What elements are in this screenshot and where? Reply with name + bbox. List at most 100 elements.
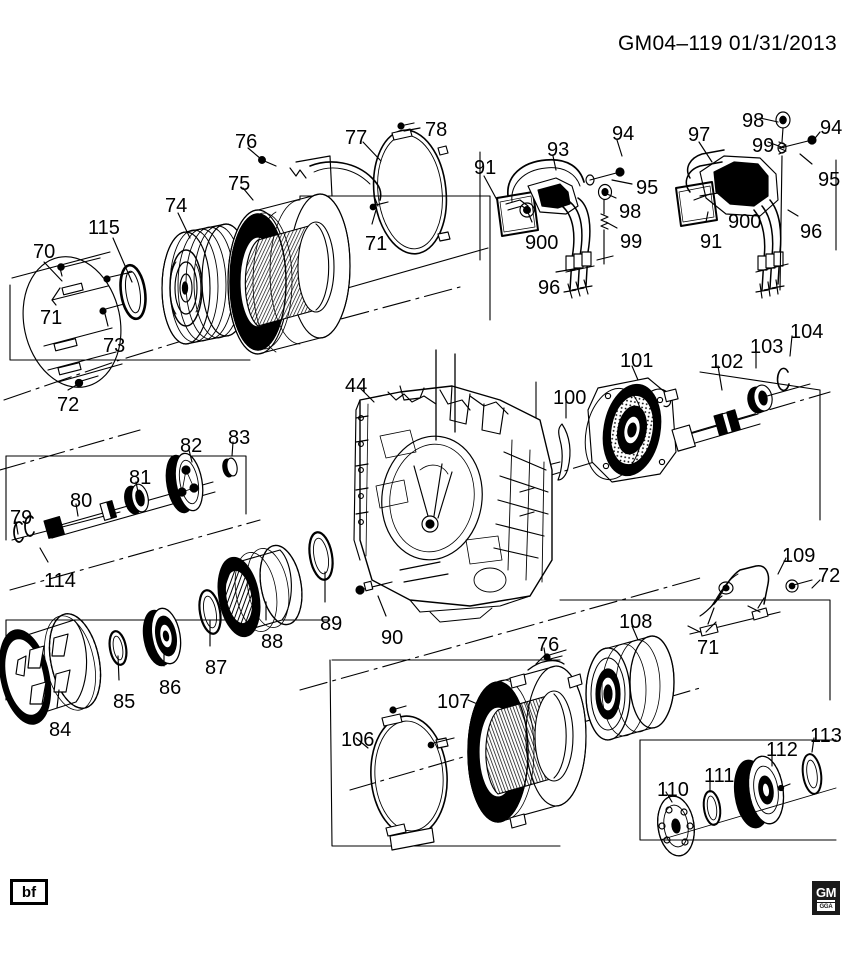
leader-line-107 <box>467 699 483 707</box>
leader-line-84 <box>56 689 60 709</box>
callout-78: 78 <box>425 119 448 141</box>
leader-line-99 <box>767 141 785 149</box>
revision-mark-box: bf <box>10 879 48 905</box>
callout-91: 91 <box>700 231 723 253</box>
callout-91: 91 <box>474 157 497 179</box>
callout-104: 104 <box>790 321 824 343</box>
callout-94: 94 <box>820 117 843 139</box>
gm-logo-text: GM <box>816 884 836 900</box>
callout-106: 106 <box>341 729 375 751</box>
callout-90: 90 <box>381 627 404 649</box>
callout-98: 98 <box>742 110 765 132</box>
leader-line-91 <box>705 211 709 223</box>
callout-97: 97 <box>688 124 711 146</box>
leader-line-73 <box>103 309 109 327</box>
leader-line-106 <box>355 737 369 749</box>
leader-line-82 <box>188 449 193 463</box>
callout-74: 74 <box>165 195 188 217</box>
callout-95: 95 <box>636 177 659 199</box>
callout-99: 99 <box>620 231 643 253</box>
leader-line-94 <box>811 131 821 143</box>
leader-line-81 <box>135 481 139 493</box>
leader-line-98 <box>759 117 779 123</box>
callout-80: 80 <box>70 490 93 512</box>
leader-line-114 <box>39 547 49 563</box>
leader-line-96 <box>787 209 799 217</box>
leader-line-108 <box>631 625 639 641</box>
callout-98: 98 <box>619 201 642 223</box>
leader-line-85 <box>117 655 120 681</box>
leader-line-75 <box>242 187 254 201</box>
callout-111: 111 <box>704 765 735 787</box>
leader-line-109 <box>777 557 787 575</box>
callout-89: 89 <box>320 613 343 635</box>
callout-115: 115 <box>88 217 120 239</box>
drawing-number-header: GM04–119 01/31/2013 <box>618 32 837 55</box>
leader-line-91 <box>483 175 498 201</box>
leader-line-113 <box>811 737 815 753</box>
callout-88: 88 <box>261 631 284 653</box>
leader-line-900 <box>728 191 735 203</box>
callout-95: 95 <box>818 169 841 191</box>
callout-72: 72 <box>57 394 80 416</box>
leader-line-98 <box>606 193 617 199</box>
callout-81: 81 <box>129 467 152 489</box>
callout-71: 71 <box>365 233 388 255</box>
leader-line-101 <box>631 365 639 381</box>
callout-108: 108 <box>619 611 653 633</box>
callout-96: 96 <box>800 221 823 243</box>
gm-logo-subtext: GGA <box>817 902 835 911</box>
gm-logo-bar <box>817 899 835 902</box>
leader-line-71 <box>371 209 377 225</box>
callout-113: 113 <box>810 725 842 747</box>
leader-line-80 <box>75 503 79 517</box>
callout-71: 71 <box>697 637 720 659</box>
leader-line-90 <box>377 595 387 617</box>
leader-line-77 <box>362 141 382 162</box>
callout-900: 900 <box>525 232 559 254</box>
callout-94: 94 <box>612 123 635 145</box>
leader-line-94 <box>616 139 623 157</box>
callout-71: 71 <box>40 307 63 329</box>
leader-line-95 <box>799 153 813 165</box>
callout-112: 112 <box>766 739 798 761</box>
callout-107: 107 <box>437 691 471 713</box>
leader-line-93 <box>552 155 557 171</box>
callout-86: 86 <box>159 677 182 699</box>
leader-line-76 <box>543 647 547 661</box>
leader-line-78 <box>403 127 421 132</box>
callout-114: 114 <box>44 570 76 592</box>
callout-79: 79 <box>10 507 33 529</box>
leader-line-96 <box>555 267 581 273</box>
callout-87: 87 <box>205 657 228 679</box>
leader-line-110 <box>665 791 673 803</box>
callout-102: 102 <box>710 351 744 373</box>
callout-103: 103 <box>750 336 784 358</box>
callout-77: 77 <box>345 127 368 149</box>
leader-line-71 <box>705 621 717 633</box>
gm-logo: GM GGA <box>812 881 840 915</box>
callout-96: 96 <box>538 277 561 299</box>
leader-line-44 <box>359 387 375 403</box>
leader-line-900 <box>526 209 533 223</box>
callout-70: 70 <box>33 241 56 263</box>
leader-line-83 <box>231 441 234 457</box>
callout-101: 101 <box>620 350 654 372</box>
callout-85: 85 <box>113 691 136 713</box>
leader-line-72 <box>67 382 81 391</box>
leader-line-115 <box>112 237 133 283</box>
leader-line-71 <box>51 287 61 301</box>
callout-76: 76 <box>235 131 258 153</box>
leader-line-70 <box>43 261 63 282</box>
callout-84: 84 <box>49 719 72 741</box>
callout-44: 44 <box>345 375 368 397</box>
leader-line-95 <box>611 179 633 185</box>
revision-mark-text: bf <box>21 883 37 901</box>
callout-83: 83 <box>228 427 251 449</box>
leader-line-72 <box>811 579 821 589</box>
leader-line-102 <box>717 365 723 391</box>
callout-100: 100 <box>553 387 587 409</box>
leader-line-79 <box>15 521 19 535</box>
